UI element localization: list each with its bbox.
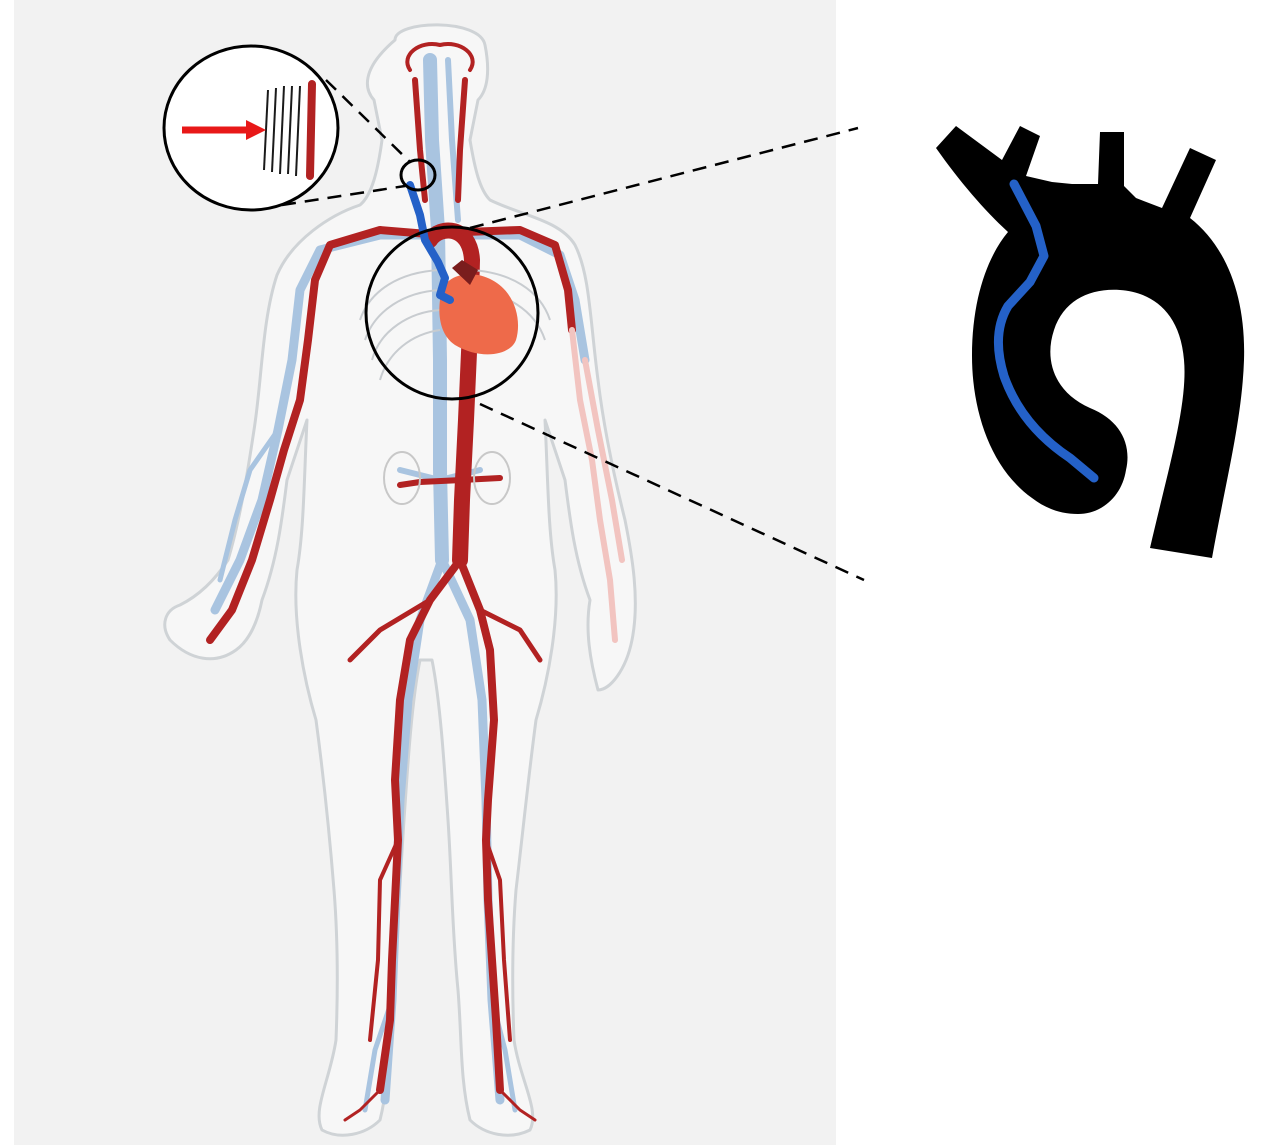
insertion-detail-inset bbox=[164, 46, 338, 210]
aortic-arch-icon bbox=[936, 126, 1244, 558]
